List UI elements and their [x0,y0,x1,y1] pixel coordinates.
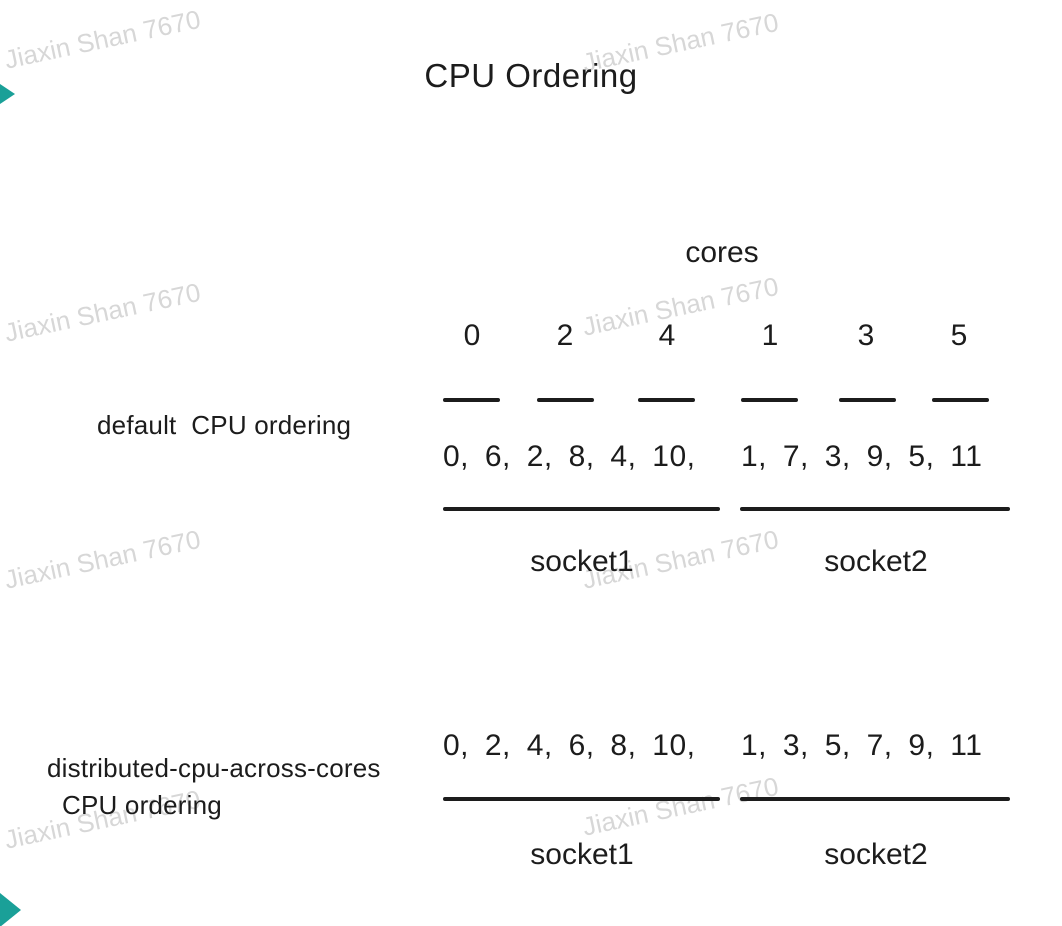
core-number-5: 5 [950,319,968,352]
core-underline [443,398,500,402]
core-underline [741,398,798,402]
core-number-3: 3 [857,319,875,352]
distributed-socket1-label: socket1 [530,838,634,871]
distributed-socket1-cpus: 0, 2, 4, 6, 8, 10, [443,729,696,762]
corner-accent-bottom-icon [0,893,21,926]
distributed-ordering-label-line2: CPU ordering [62,790,222,820]
core-number-0: 0 [463,319,481,352]
watermark: Jiaxin Shan 7670 [579,770,782,842]
distributed-socket2-cpus: 1, 3, 5, 7, 9, 11 [741,729,983,762]
distributed-socket1-line [443,797,720,801]
core-underline [932,398,989,402]
corner-accent-top-icon [0,84,15,104]
default-socket2-line [740,507,1010,511]
core-underline [638,398,695,402]
core-underline [839,398,896,402]
core-number-1: 1 [761,319,779,352]
core-underline [537,398,594,402]
default-socket2-cpus: 1, 7, 3, 9, 5, 11 [741,440,983,473]
distributed-ordering-label-line1: distributed-cpu-across-cores [47,753,381,783]
core-number-2: 2 [556,319,574,352]
default-ordering-label: default CPU ordering [97,410,352,440]
distributed-socket2-label: socket2 [824,838,928,871]
diagram-title: CPU Ordering [424,57,638,94]
default-socket1-line [443,507,720,511]
default-socket1-cpus: 0, 6, 2, 8, 4, 10, [443,440,696,473]
default-socket1-label: socket1 [530,545,634,578]
watermark: Jiaxin Shan 7670 [1,523,204,595]
default-socket2-label: socket2 [824,545,928,578]
core-number-4: 4 [658,319,676,352]
watermark: Jiaxin Shan 7670 [1,276,204,348]
cores-label: cores [685,236,759,269]
distributed-socket2-line [740,797,1010,801]
